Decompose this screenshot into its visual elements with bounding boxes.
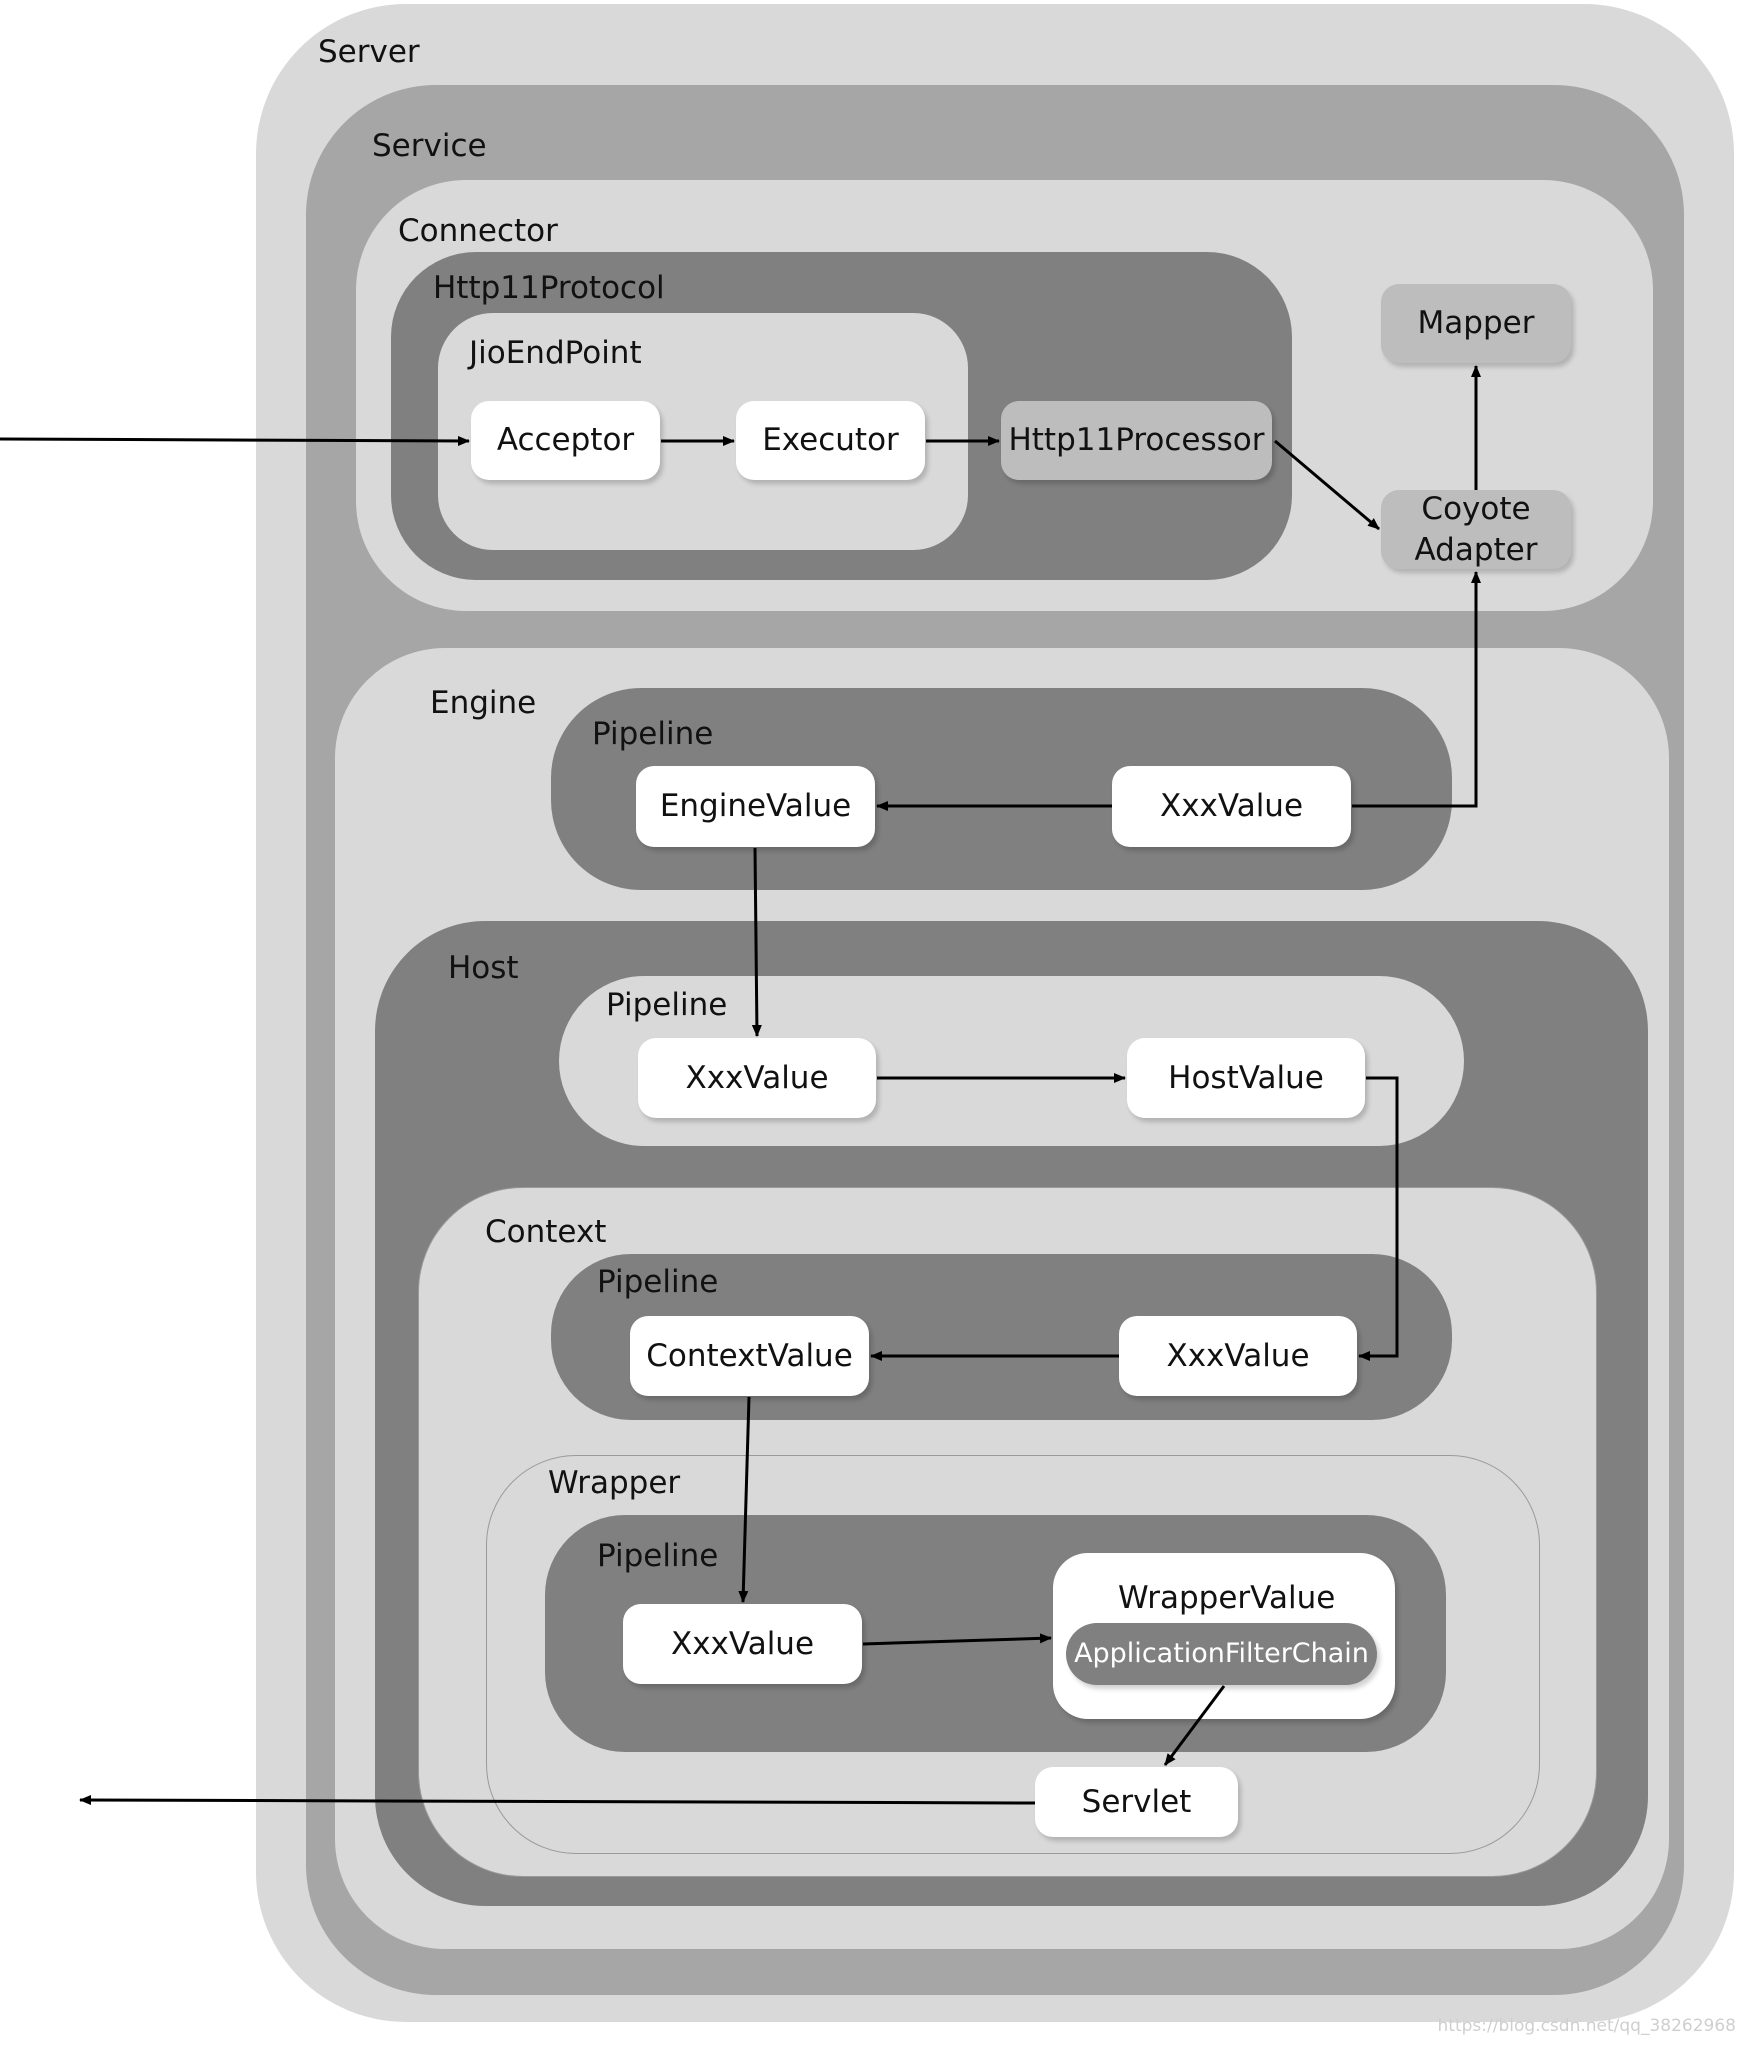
context-value-node: ContextValue xyxy=(630,1316,869,1396)
arrow-engine-xxx-to-coyote xyxy=(1352,571,1481,808)
arrow-filter-chain-to-servlet xyxy=(1163,1685,1226,1766)
arrow-http11processor-to-coyote xyxy=(1274,439,1380,531)
arrow-wrapper-xxx-to-wrapper-value xyxy=(862,1633,1052,1646)
arrow-engine-value-to-host-xxx xyxy=(751,847,762,1037)
servlet-node: Servlet xyxy=(1035,1767,1238,1837)
application-filter-chain-node: ApplicationFilterChain xyxy=(1066,1623,1377,1685)
coyote-adapter-line2: Adapter xyxy=(1414,531,1538,568)
jioendpoint-label: JioEndPoint xyxy=(469,335,642,371)
executor-node: Executor xyxy=(736,401,925,480)
host-value-node: HostValue xyxy=(1127,1038,1365,1118)
service-label: Service xyxy=(372,128,487,164)
mapper-node: Mapper xyxy=(1381,284,1571,363)
acceptor-node: Acceptor xyxy=(471,401,660,480)
wrapper-pipeline-label: Pipeline xyxy=(597,1538,719,1574)
server-label: Server xyxy=(318,34,420,70)
engine-label: Engine xyxy=(430,685,537,721)
host-pipeline-label: Pipeline xyxy=(606,987,728,1023)
host-label: Host xyxy=(448,950,519,986)
host-xxx-value-node: XxxValue xyxy=(638,1038,876,1118)
wrapper-xxx-value-node: XxxValue xyxy=(623,1604,862,1684)
engine-value-node: EngineValue xyxy=(636,766,875,847)
context-pipeline-label: Pipeline xyxy=(597,1264,719,1300)
coyote-adapter-node: Coyote Adapter xyxy=(1381,490,1571,569)
engine-pipeline-label: Pipeline xyxy=(592,716,714,752)
watermark: https://blog.csdn.net/qq_38262968 xyxy=(1437,2016,1736,2036)
http11protocol-label: Http11Protocol xyxy=(433,270,665,306)
wrapper-value-label: WrapperValue xyxy=(1118,1580,1336,1616)
wrapper-label: Wrapper xyxy=(548,1465,681,1501)
http11processor-node: Http11Processor xyxy=(1001,401,1272,480)
arrow-incoming-to-acceptor xyxy=(0,435,470,446)
context-xxx-value-node: XxxValue xyxy=(1119,1316,1357,1396)
connector-label: Connector xyxy=(398,213,558,249)
arrow-context-value-to-wrapper-xxx xyxy=(738,1396,751,1603)
arrow-host-value-to-context-xxx xyxy=(1358,1076,1399,1361)
engine-xxx-value-node: XxxValue xyxy=(1112,766,1351,847)
context-label: Context xyxy=(485,1214,607,1250)
arrow-servlet-outgoing xyxy=(79,1795,1036,1806)
coyote-adapter-line1: Coyote xyxy=(1421,491,1531,528)
